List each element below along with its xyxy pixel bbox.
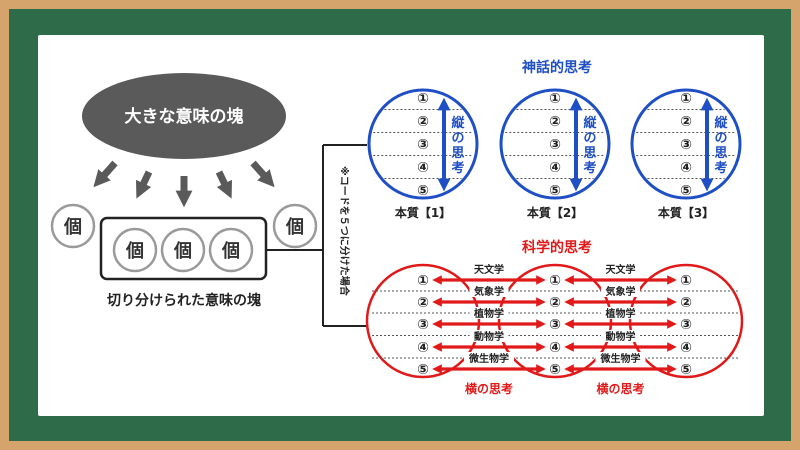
row-number: ③ [549, 317, 561, 333]
row-number: ④ [680, 160, 692, 176]
subject-label: 植物学 [473, 307, 504, 320]
essence-label: 本質【3】 [658, 205, 714, 220]
vertical-thinking-char: 思 [714, 146, 727, 161]
svg-text:個: 個 [285, 217, 304, 238]
svg-text:個: 個 [125, 241, 144, 262]
mythical-title: 神話的思考 [522, 59, 592, 76]
vertical-thinking-char: 縦 [714, 115, 728, 131]
row-number: ③ [549, 137, 561, 153]
vertical-thinking-char: の [583, 131, 596, 146]
vertical-thinking-char: の [714, 131, 727, 146]
row-number: ⑤ [680, 362, 692, 378]
subject-label-bg [595, 352, 646, 364]
row-number: ⑤ [417, 183, 429, 199]
essence-label: 本質【1】 [395, 205, 451, 220]
essence-label: 本質【2】 [527, 205, 583, 220]
outer-individual-left: 個 [50, 203, 96, 249]
vertical-thinking-char: の [451, 131, 464, 146]
subject-label: 天文学 [474, 263, 504, 276]
svg-text:個: 個 [63, 217, 82, 238]
subject-label-bg [601, 330, 640, 342]
cut-meaning-label: 切り分けられた意味の塊 [107, 292, 261, 309]
subject-label-bg [469, 330, 509, 342]
vertical-thinking-char: 思 [451, 146, 464, 161]
row-number: ② [549, 295, 561, 311]
row-number: ⑤ [680, 183, 692, 199]
row-number: ④ [680, 340, 692, 356]
inner-individual-3: 個 [208, 227, 254, 273]
horizontal-thinking-label: 横の思考 [465, 381, 513, 396]
vertical-thinking-char: 考 [451, 160, 464, 176]
split-arrows [93, 160, 275, 208]
row-number: ④ [417, 160, 429, 176]
subject-label: 気象学 [605, 285, 636, 298]
svg-text:個: 個 [221, 241, 240, 262]
row-number: ② [680, 295, 692, 311]
subject-label-bg [464, 352, 514, 364]
row-number: ③ [417, 137, 429, 153]
vertical-thinking-char: 考 [583, 160, 596, 176]
subject-label-bg [469, 307, 509, 319]
scientific-circles: ①②③④⑤①②③④⑤①②③④⑤天文学気象学植物学動物学微生物学横の思考天文学気象… [365, 263, 744, 396]
row-number: ① [680, 273, 692, 289]
vertical-thinking-char: 思 [583, 146, 596, 161]
row-number: ⑤ [417, 362, 429, 378]
row-number: ⑤ [549, 362, 561, 378]
horizontal-thinking-label: 横の思考 [596, 381, 644, 396]
vertical-thinking-char: 考 [714, 160, 727, 176]
subject-label: 植物学 [605, 307, 636, 320]
row-number: ⑤ [549, 183, 561, 199]
subject-label: 微生物学 [600, 352, 641, 365]
row-number: ③ [680, 317, 692, 333]
cut-meaning-box [99, 216, 268, 281]
split-arrow-4 [215, 170, 232, 199]
subject-label: 動物学 [606, 330, 636, 343]
row-number: ③ [417, 317, 429, 333]
subject-label: 天文学 [606, 263, 636, 276]
row-number: ① [549, 273, 561, 289]
inner-individual-2: 個 [160, 227, 206, 273]
split-arrow-2 [136, 170, 153, 199]
row-number: ① [417, 273, 429, 289]
row-number: ④ [417, 340, 429, 356]
split-arrow-5 [250, 160, 275, 188]
subject-label-bg [469, 263, 509, 275]
inner-individual-1: 個 [112, 227, 158, 273]
side-note: ※コードを５つに分けた場合 [338, 166, 351, 297]
row-number: ② [549, 114, 561, 130]
row-number: ③ [680, 137, 692, 153]
row-number: ① [549, 91, 561, 107]
svg-text:個: 個 [173, 241, 192, 262]
scientific-title: 科学的思考 [522, 239, 592, 256]
subject-label: 動物学 [474, 330, 504, 343]
row-number: ① [680, 91, 692, 107]
row-number: ④ [549, 160, 561, 176]
big-meaning-label: 大きな意味の塊 [125, 106, 244, 127]
subject-label-bg [601, 307, 640, 319]
mythical-circles: ①②③④⑤縦の思考本質【1】①②③④⑤縦の思考本質【2】①②③④⑤縦の思考本質【… [367, 88, 742, 220]
outer-individual-right: 個 [272, 203, 318, 249]
row-number: ① [417, 91, 429, 107]
row-number: ④ [549, 340, 561, 356]
subject-label-bg [601, 285, 640, 297]
subject-label: 微生物学 [468, 352, 509, 365]
vertical-thinking-char: 縦 [583, 115, 597, 131]
subject-label: 気象学 [473, 285, 504, 298]
split-arrow-1 [93, 160, 118, 188]
row-number: ② [417, 114, 429, 130]
row-number: ② [680, 114, 692, 130]
subject-label-bg [469, 285, 509, 297]
row-number: ② [417, 295, 429, 311]
big-meaning-blob: 大きな意味の塊 [82, 73, 286, 159]
vertical-thinking-char: 縦 [451, 115, 465, 131]
subject-label-bg [601, 263, 640, 275]
connector-bracket [266, 144, 367, 327]
